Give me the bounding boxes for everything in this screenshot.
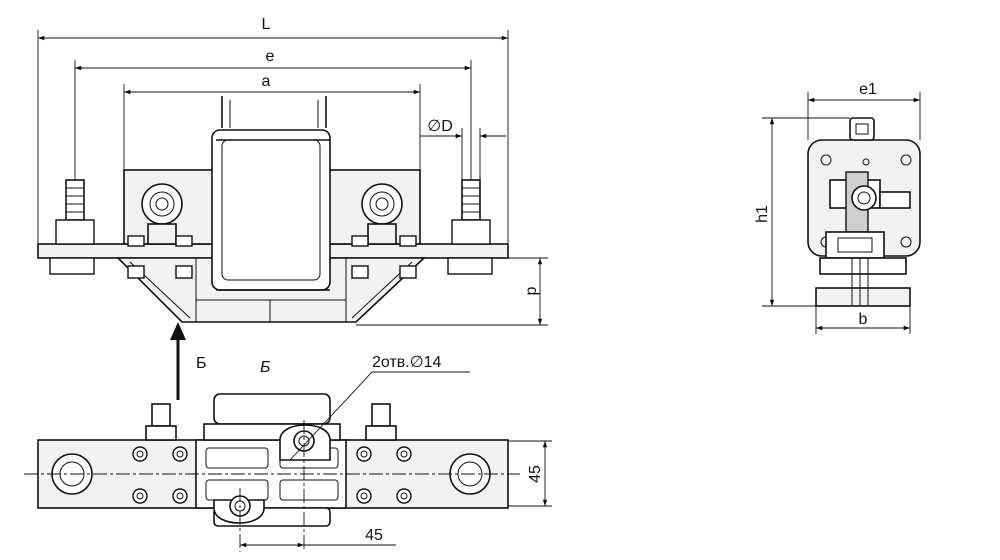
- coil-body: [211, 129, 331, 291]
- top-hole-boss: [279, 424, 331, 461]
- dim-45-right: 45: [527, 465, 544, 483]
- small-bolts: [127, 235, 417, 279]
- dim-a: a: [262, 73, 271, 90]
- view-arrow-label: Б: [196, 355, 207, 372]
- holes-note: 2отв.∅14: [372, 354, 442, 371]
- left-stud: [49, 179, 95, 275]
- side-base: [815, 287, 911, 307]
- dim-e: e: [266, 48, 275, 65]
- plan-view: 2отв.∅14 45 45: [24, 354, 552, 552]
- right-stud: [447, 179, 493, 275]
- dim-L: L: [262, 16, 271, 33]
- dim-D: ∅D: [427, 118, 453, 135]
- front-view: L e a ∅D p: [37, 16, 548, 326]
- bottom-hole-boss: [213, 495, 265, 524]
- right-round-terminal: [361, 183, 403, 245]
- plan-bolts: [132, 446, 412, 504]
- dim-p: p: [523, 286, 540, 295]
- view-arrow: Б Б: [170, 322, 270, 400]
- dim-45-bottom: 45: [365, 527, 383, 544]
- dim-e1: e1: [859, 81, 877, 98]
- coil-top: [213, 393, 331, 425]
- dim-h1: h1: [754, 205, 771, 223]
- side-view: e1 h1 b: [754, 81, 921, 334]
- left-round-terminal: [141, 183, 183, 245]
- dim-b: b: [859, 311, 868, 328]
- view-title: Б: [260, 359, 270, 376]
